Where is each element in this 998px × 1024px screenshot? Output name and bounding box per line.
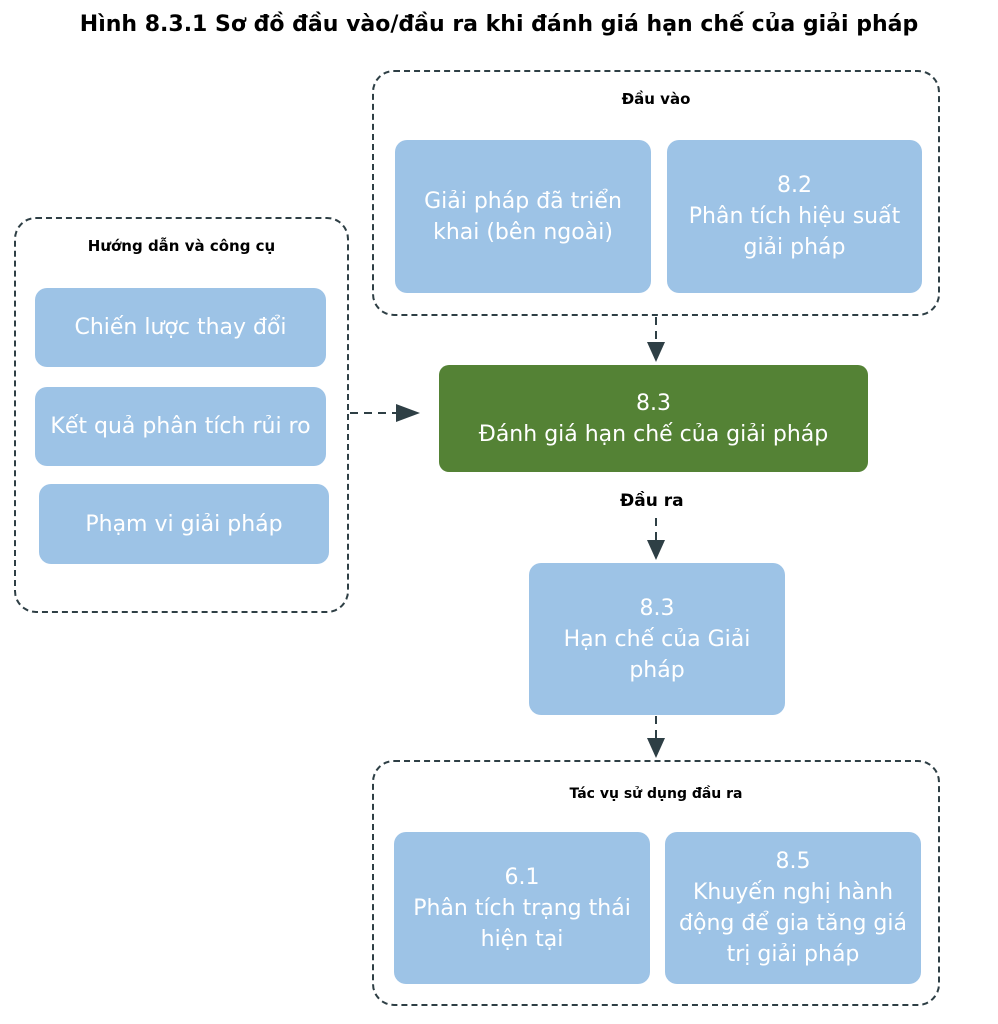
arrowhead-task-to-output — [647, 540, 665, 560]
input-deployed-solution: Giải pháp đã triển khai (bên ngoài) — [395, 140, 651, 293]
usage-current-state-analysis: 6.1 Phân tích trạng thái hiện tại — [394, 832, 650, 984]
arrowhead-guidelines-to-task — [396, 404, 420, 422]
inputs-group: Đầu vào — [372, 70, 940, 316]
guideline-risk-analysis-results: Kết quả phân tích rủi ro — [35, 387, 326, 466]
usage-label: Tác vụ sử dụng đầu ra — [569, 786, 743, 802]
output-solution-limitations: 8.3 Hạn chế của Giải pháp — [529, 563, 785, 715]
usage-group: Tác vụ sử dụng đầu ra — [372, 760, 940, 1006]
guidelines-group: Hướng dẫn và công cụ — [14, 217, 349, 613]
figure-title: Hình 8.3.1 Sơ đồ đầu vào/đầu ra khi đánh… — [79, 12, 919, 37]
input-solution-performance-analysis: 8.2 Phân tích hiệu suất giải pháp — [667, 140, 922, 293]
arrowhead-inputs-to-task — [647, 342, 665, 362]
task-assess-solution-limitations: 8.3 Đánh giá hạn chế của giải pháp — [439, 365, 868, 472]
guideline-change-strategy: Chiến lược thay đổi — [35, 288, 326, 367]
guidelines-label: Hướng dẫn và công cụ — [87, 237, 276, 255]
arrowhead-output-to-usage — [647, 738, 665, 758]
outputs-label: Đầu ra — [620, 491, 684, 511]
usage-recommend-actions: 8.5 Khuyến nghị hành động để gia tăng gi… — [665, 832, 921, 984]
guideline-solution-scope: Phạm vi giải pháp — [39, 484, 329, 564]
inputs-label: Đầu vào — [621, 90, 691, 108]
